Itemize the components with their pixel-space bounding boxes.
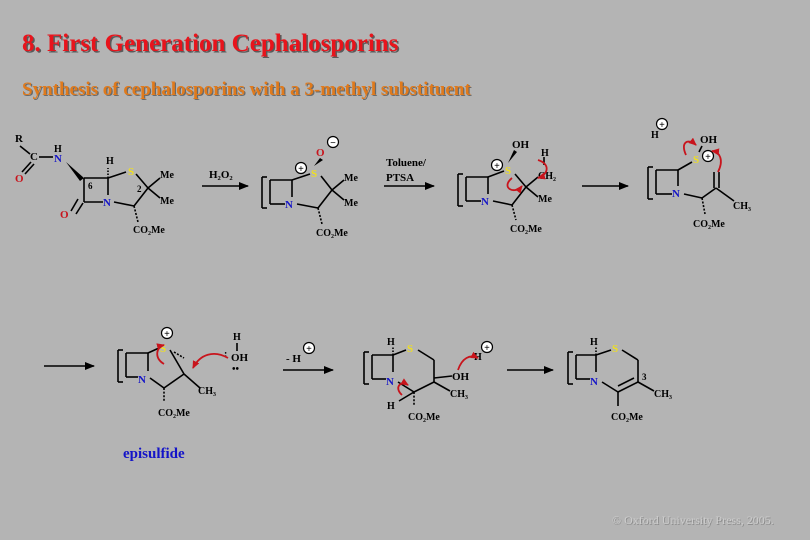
- molecule-hydroxy-cepham: H N S OH CH₃ H H + CO₂Me: [363, 337, 494, 423]
- lone-pair-dots-lower: ••: [232, 364, 240, 375]
- proton-h-label: H: [651, 130, 659, 141]
- ch3-label: CH₃: [733, 201, 751, 212]
- methyl-label-lower: Me: [344, 198, 358, 209]
- curly-arrow-attack: [711, 148, 722, 173]
- c6-h-label: H: [387, 337, 395, 348]
- proton-plus-charge: [480, 340, 494, 354]
- molecule-episulfide: N S + H OH : •• CH₃ CO₂Me: [117, 326, 249, 419]
- sulfur-label: S: [128, 166, 134, 178]
- sulfur-label: S: [505, 165, 511, 177]
- ester-label: CO₂Me: [316, 228, 348, 239]
- water-oh-label: OH: [231, 352, 249, 364]
- curly-arrow-water-attack: [192, 353, 229, 369]
- hydroxyl-label: OH: [452, 371, 470, 383]
- lactam-n-label: N: [386, 376, 394, 388]
- methyl-label-upper: Me: [344, 173, 358, 184]
- molecule-3-methyl-cephalosporin: H N S 3 CH₃ CO₂Me: [567, 337, 672, 423]
- sulfoxide-oxygen-label: O: [316, 147, 325, 159]
- water-h-label: H: [233, 332, 241, 343]
- position-3-label: 3: [642, 372, 647, 382]
- ester-label: CO₂Me: [158, 408, 190, 419]
- hydroxyl-label: OH: [512, 139, 530, 151]
- curly-arrow-elimination: [397, 378, 409, 396]
- lactam-oxygen-label: O: [60, 209, 69, 221]
- page-subtitle: Synthesis of cephalosporins with a 3-met…: [22, 79, 471, 100]
- amide-n-label: N: [54, 153, 62, 165]
- sulfur-label: S: [407, 343, 413, 355]
- c6-h-label: H: [106, 156, 114, 167]
- methyl-label-lower: Me: [160, 196, 174, 207]
- molecule-sulfenic-acid: N S OH H + + CH₃ CO₂Me: [647, 117, 751, 230]
- methyl-h-label: H: [541, 148, 549, 159]
- sulfur-label: S: [612, 343, 618, 355]
- reagent-minus-h-label: - H: [286, 353, 301, 365]
- molecule-penicillin-ester: R C O H N H N S 6 2 O Me Me CO₂Me: [15, 133, 174, 236]
- curly-arrow-deprotonation: [537, 159, 548, 180]
- methyl-label-upper: Me: [160, 170, 174, 181]
- curly-arrow-protonation: [683, 137, 697, 156]
- sulfur-plus-charge: [701, 149, 715, 163]
- sulfur-plus-charge: [160, 326, 174, 340]
- episulfide-label: episulfide: [123, 446, 185, 462]
- lactam-n-label: N: [590, 376, 598, 388]
- curly-arrow-ring-open: [156, 343, 165, 365]
- position-6-label: 6: [88, 181, 93, 191]
- curly-arrow-oh-leaving: [457, 351, 479, 371]
- carbonyl-carbon-label: C: [30, 151, 38, 163]
- ch2-label: CH₂: [538, 171, 556, 182]
- sulfur-label: S: [311, 168, 317, 180]
- methyl-label: Me: [538, 194, 552, 205]
- ch3-label: CH₃: [198, 386, 216, 397]
- plus-charge: [294, 161, 308, 175]
- molecule-sulfenic-precursor: N S OH H CH₂ Me + CO₂Me: [457, 139, 556, 235]
- c4-h-label: H: [387, 401, 395, 412]
- plus-sign: +: [659, 120, 665, 131]
- reagent-ptsa-label: PTSA: [386, 172, 414, 184]
- page-title: 8. First Generation Cephalosporins: [22, 30, 399, 57]
- lone-pair-dots: :: [224, 349, 227, 360]
- lactam-n-label: N: [138, 374, 146, 386]
- ester-label: CO₂Me: [611, 412, 643, 423]
- reagent-plus-charge: [302, 341, 316, 355]
- position-2-label: 2: [137, 184, 142, 194]
- sulfenic-oh-label: OH: [700, 134, 718, 146]
- plus-sign: +: [494, 161, 500, 172]
- copyright-notice: © Oxford University Press, 2005.: [612, 513, 774, 527]
- sulfur-label: S: [693, 154, 699, 166]
- ch3-label: CH₃: [450, 389, 468, 400]
- plus-charge: [490, 158, 504, 172]
- reagent-toluene-label: Toluene/: [386, 157, 427, 169]
- plus-sign: +: [298, 164, 304, 175]
- plus-sign: +: [164, 329, 170, 340]
- plus-sign: +: [484, 343, 490, 354]
- molecule-sulfoxide: N S O − + Me Me CO₂Me: [261, 135, 358, 239]
- proton-plus-charge: [655, 117, 669, 131]
- plus-sign: +: [705, 152, 711, 163]
- ester-label: CO₂Me: [408, 412, 440, 423]
- reagent-h2o2-label: H₂O₂: [209, 169, 233, 181]
- ester-label: CO₂Me: [133, 225, 165, 236]
- lactam-n-label: N: [481, 196, 489, 208]
- amide-oxygen-label: O: [15, 173, 24, 185]
- c6-h-label: H: [590, 337, 598, 348]
- minus-sign: −: [330, 138, 336, 149]
- lactam-n-label: N: [672, 188, 680, 200]
- amide-h-label: H: [54, 144, 62, 155]
- r-group-label: R: [15, 133, 24, 145]
- ester-label: CO₂Me: [510, 224, 542, 235]
- curly-arrow-ring-open: [506, 177, 523, 194]
- plus-sign: +: [306, 344, 312, 355]
- ester-label: CO₂Me: [693, 219, 725, 230]
- lactam-n-label: N: [285, 199, 293, 211]
- minus-charge: [326, 135, 340, 149]
- ch3-label: CH₃: [654, 389, 672, 400]
- lactam-n-label: N: [103, 197, 111, 209]
